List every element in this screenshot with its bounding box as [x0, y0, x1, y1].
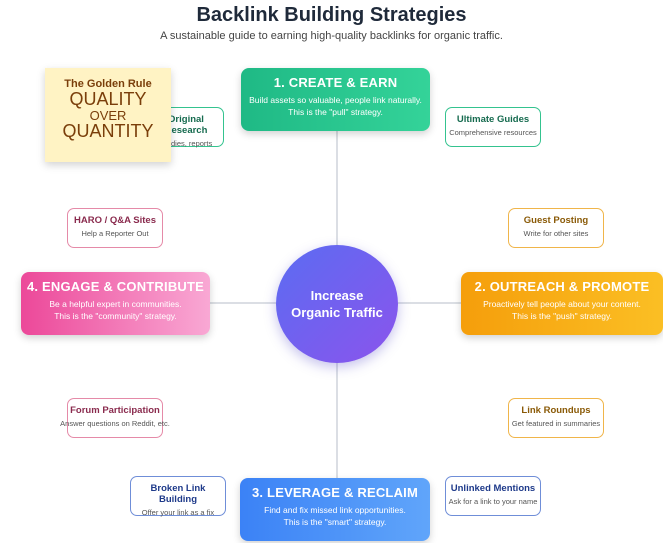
tactic-title: Broken Link Building [150, 483, 206, 505]
pillar-desc-2: This is the "smart" strategy. [283, 517, 387, 527]
tactic-desc: Answer questions on Reddit, etc. [60, 419, 170, 428]
tactic-title: Link Roundups [521, 405, 591, 416]
golden-rule-heading: The Golden Rule [64, 78, 152, 90]
tactic-title: Unlinked Mentions [450, 483, 536, 494]
tactic-link-roundups: Link Roundups Get featured in summaries [508, 398, 604, 438]
pillar-desc-2: This is the "push" strategy. [512, 311, 612, 321]
pillar-desc-1: Proactively tell people about your conte… [483, 299, 641, 309]
golden-rule-note: The Golden Rule QUALITY OVER QUANTITY [45, 68, 171, 162]
tactic-desc: Offer your link as a fix [141, 508, 215, 517]
tactic-forum-participation: Forum Participation Answer questions on … [60, 398, 170, 438]
tactic-desc: Get featured in summaries [511, 419, 601, 428]
tactic-unlinked-mentions: Unlinked Mentions Ask for a link to your… [445, 476, 541, 516]
tactic-title: Original Research [164, 114, 208, 136]
diagram-subtitle: A sustainable guide to earning high-qual… [160, 30, 503, 42]
tactic-title: Ultimate Guides [456, 114, 530, 125]
tactic-haro: HARO / Q&A Sites Help a Reporter Out [67, 208, 163, 248]
pillar-title: 4. ENGAGE & CONTRIBUTE [26, 279, 205, 294]
tactic-desc: Studies, reports [159, 139, 213, 148]
tactic-desc: Help a Reporter Out [81, 229, 149, 238]
pillar-desc-2: This is the "community" strategy. [54, 311, 177, 321]
tactic-title: Guest Posting [523, 215, 589, 226]
pillar-title: 2. OUTREACH & PROMOTE [474, 279, 650, 294]
pillar-desc-1: Find and fix missed link opportunities. [264, 505, 406, 515]
golden-rule-quantity: QUANTITY [62, 121, 154, 141]
tactic-title: HARO / Q&A Sites [74, 215, 156, 226]
pillar-leverage-reclaim: 3. LEVERAGE & RECLAIM Find and fix misse… [240, 478, 430, 541]
tactic-desc: Write for other sites [523, 229, 589, 238]
golden-rule-quality: QUALITY [69, 89, 147, 109]
tactic-broken-link-building: Broken Link Building Offer your link as … [130, 476, 226, 517]
pillar-create-earn: 1. CREATE & EARN Build assets so valuabl… [241, 68, 430, 131]
tactic-desc: Ask for a link to your name [448, 497, 538, 506]
pillar-outreach-promote: 2. OUTREACH & PROMOTE Proactively tell p… [461, 272, 663, 335]
tactic-title: Forum Participation [70, 405, 160, 416]
pillar-desc-1: Be a helpful expert in communities. [49, 299, 182, 309]
pillar-title: 1. CREATE & EARN [273, 75, 398, 90]
hub-line-2: Organic Traffic [291, 305, 383, 320]
diagram-title: Backlink Building Strategies [196, 4, 467, 26]
pillar-title: 3. LEVERAGE & RECLAIM [252, 485, 418, 500]
pillar-desc-2: This is the "pull" strategy. [288, 107, 383, 117]
hub-line-1: Increase [310, 288, 364, 303]
pillar-desc-1: Build assets so valuable, people link na… [249, 95, 422, 105]
tactic-guest-posting: Guest Posting Write for other sites [508, 208, 604, 248]
tactic-desc: Comprehensive resources [449, 128, 537, 137]
pillar-engage-contribute: 4. ENGAGE & CONTRIBUTE Be a helpful expe… [21, 272, 210, 335]
tactic-ultimate-guides: Ultimate Guides Comprehensive resources [445, 107, 541, 147]
golden-rule-over: OVER [89, 108, 127, 123]
hub-circle: Increase Organic Traffic [276, 245, 398, 363]
